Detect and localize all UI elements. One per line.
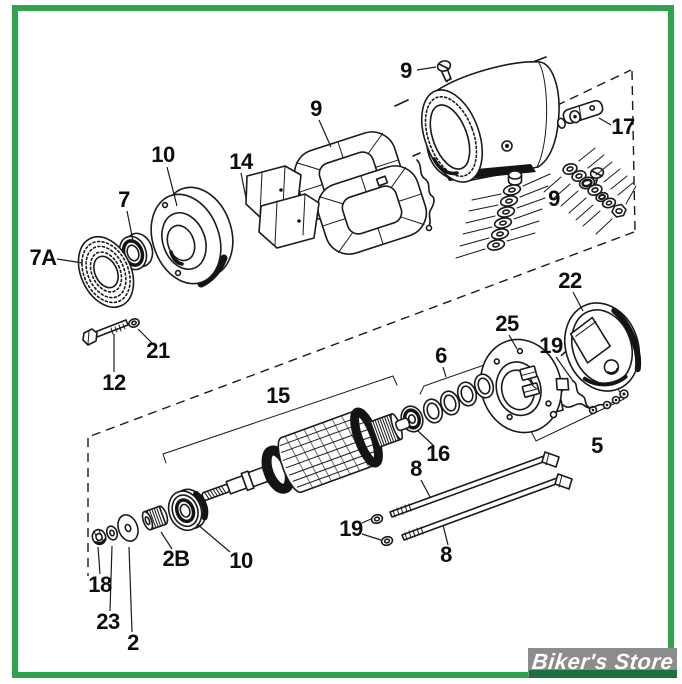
hardware-set-9 [455, 147, 637, 259]
part-label-2b: 2B [162, 546, 190, 571]
part-label-7: 7 [118, 187, 130, 212]
part-label-6: 6 [435, 343, 447, 368]
bearing-10-lower [167, 488, 209, 532]
part-label-10: 10 [151, 142, 175, 167]
part-label-10: 10 [229, 548, 253, 573]
part-label-21: 21 [146, 338, 170, 363]
leader-line [160, 531, 173, 550]
part-label-19: 19 [339, 516, 363, 541]
terminal-17 [556, 99, 604, 129]
leader-line [555, 356, 574, 382]
part-label-8: 8 [440, 542, 452, 567]
watermark-underline [529, 670, 677, 678]
washer-23 [105, 525, 119, 541]
part-label-16: 16 [426, 441, 450, 466]
part-label-22: 22 [558, 268, 582, 293]
leader-line [128, 546, 133, 633]
end-cap-22 [560, 302, 642, 392]
part-label-12: 12 [102, 370, 126, 395]
leader-line [416, 66, 437, 71]
leader-line [508, 334, 518, 350]
part-label-25: 25 [495, 311, 519, 336]
bracket-15 [162, 375, 398, 464]
leader-line [442, 524, 449, 546]
part-label-7a: 7A [29, 245, 57, 270]
spacer-2b [141, 505, 169, 531]
leader-line [361, 533, 382, 541]
leader-line [318, 119, 332, 148]
part-label-9: 9 [400, 58, 412, 83]
part-label-2: 2 [127, 630, 139, 655]
leader-line [420, 479, 431, 498]
leader-layer [56, 66, 612, 633]
part-label-18: 18 [88, 572, 112, 597]
part-label-9: 9 [310, 96, 322, 121]
part-label-14: 14 [229, 149, 253, 174]
washers-19-lower [370, 513, 394, 547]
nut-18 [91, 528, 107, 546]
leader-line [97, 546, 101, 575]
end-cover-drive [150, 186, 234, 288]
brush-plate-25 [479, 338, 570, 434]
through-bolts-8 [389, 451, 573, 541]
screw-9-top [436, 60, 452, 83]
washers-6 [422, 373, 495, 424]
leader-line [137, 328, 153, 344]
part-label-23: 23 [96, 609, 120, 634]
leader-line [56, 258, 84, 264]
starter-housing [420, 61, 560, 183]
field-coil [293, 131, 435, 255]
leader-line [240, 172, 247, 199]
part-label-17: 17 [611, 114, 635, 139]
leader-line [361, 518, 372, 524]
washer-2 [117, 514, 139, 542]
leader-line [196, 523, 231, 553]
part-label-9: 9 [548, 186, 560, 211]
pole-shoes [245, 165, 320, 249]
part-label-8: 8 [410, 456, 422, 481]
leader-line [442, 366, 447, 378]
leader-line [126, 210, 134, 242]
leader-line [417, 430, 435, 447]
leader-line [572, 291, 584, 312]
washer-21 [128, 318, 140, 328]
part-label-5: 5 [591, 433, 603, 458]
part-label-15: 15 [266, 383, 290, 408]
bolt-12 [82, 319, 129, 346]
leader-line [109, 545, 113, 612]
armature [201, 407, 411, 501]
leader-line [166, 166, 178, 207]
fiber-washer-7a [77, 236, 135, 308]
leader-line [598, 117, 612, 126]
part-label-19: 19 [539, 333, 563, 358]
